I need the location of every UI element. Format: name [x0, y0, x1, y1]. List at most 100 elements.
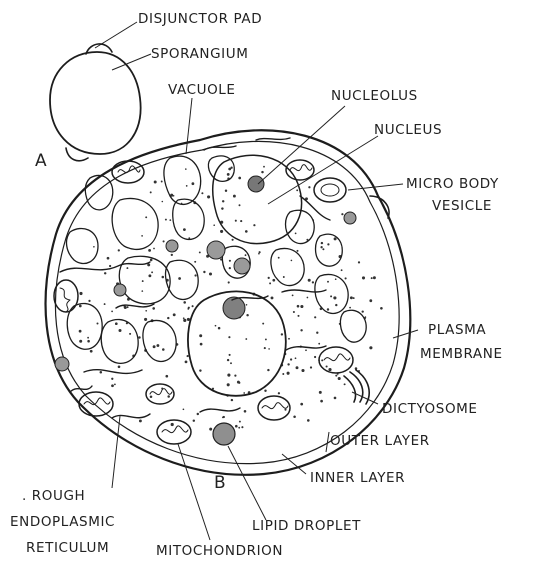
label-micro-body: MICRO BODY: [406, 176, 499, 192]
stipple-dot: [167, 317, 169, 319]
cell-b: [46, 130, 411, 475]
rough-er: [84, 370, 142, 374]
stipple-dot: [139, 419, 142, 422]
label-nucleolus: NUCLEOLUS: [331, 88, 418, 104]
stipple-dot: [291, 260, 293, 262]
stipple-dot: [162, 276, 165, 279]
stipple-dot: [185, 361, 188, 364]
stipple-dot: [268, 348, 270, 350]
rough-er: [116, 304, 154, 308]
nucleolus-shape: [248, 176, 264, 192]
stipple-dot: [228, 168, 231, 171]
mitochondrion: [319, 347, 353, 373]
stipple-dot: [111, 311, 113, 313]
stipple-dot: [192, 305, 194, 307]
stipple-dot: [229, 267, 231, 269]
stipple-dot: [209, 428, 212, 431]
stipple-dot: [87, 337, 89, 339]
stipple-dot: [244, 410, 247, 413]
label-rough: . ROUGH: [22, 488, 85, 504]
stipple-dot: [246, 304, 248, 306]
nucleus-center: [188, 291, 286, 395]
stipple-dot: [283, 276, 285, 278]
stipple-dot: [300, 403, 303, 406]
stipple-dot: [126, 267, 128, 269]
label-mitochondrion: MITOCHONDRION: [156, 543, 283, 559]
stipple-dot: [213, 224, 215, 226]
stipple-dot: [334, 397, 337, 400]
stipple-dot: [186, 185, 188, 187]
stipple-dot: [96, 322, 98, 324]
stipple-dot: [316, 332, 318, 334]
stipple-dot: [165, 219, 167, 221]
stipple-dot: [87, 340, 90, 343]
stipple-dot: [150, 259, 153, 262]
stipple-dot: [222, 200, 224, 202]
stipple-dot: [129, 333, 131, 335]
stipple-dot: [161, 181, 163, 183]
stipple-dot: [264, 390, 266, 392]
stipple-dot: [321, 242, 323, 244]
stipple-dot: [278, 392, 280, 394]
stipple-dot: [147, 263, 150, 266]
stipple-dot: [111, 384, 114, 387]
stipple-dot: [269, 282, 271, 284]
stipple-dot: [295, 233, 297, 235]
lipid-granule: [207, 241, 225, 259]
stipple-dot: [194, 274, 196, 276]
stipple-dot: [327, 243, 329, 245]
stipple-dot: [271, 296, 274, 299]
stipple-dot: [93, 246, 95, 248]
stipple-dot: [267, 369, 269, 371]
stipple-dot: [338, 377, 341, 380]
vacuole: [316, 234, 343, 266]
stipple-dot: [358, 261, 360, 263]
stipple-dot: [320, 400, 323, 403]
stipple-dot: [230, 362, 232, 364]
stipple-dot: [362, 276, 365, 279]
stipple-dot: [293, 311, 295, 313]
stipple-dot: [333, 296, 336, 299]
rough-er: [282, 290, 326, 292]
rough-er: [60, 262, 150, 272]
label-endoplasmic: ENDOPLASMIC: [10, 514, 115, 530]
stipple-dot: [127, 306, 129, 308]
stipple-dot: [118, 365, 121, 368]
stipple-dot: [115, 322, 118, 325]
leader-vacuole: [186, 98, 192, 154]
stipple-dot: [300, 329, 302, 331]
part-label-a: A: [35, 151, 47, 171]
rough-er: [300, 196, 330, 220]
stipple-dot: [138, 336, 140, 338]
stipple-dot: [100, 371, 103, 374]
stipple-dot: [293, 415, 296, 418]
part-label-b: B: [214, 473, 226, 493]
stipple-dot: [167, 395, 170, 398]
mitochondrion: [157, 420, 191, 444]
stipple-dot: [227, 374, 230, 377]
stipple-dot: [341, 213, 343, 215]
stipple-dot: [380, 307, 383, 310]
stipple-dot: [365, 316, 367, 318]
stipple-dot: [185, 168, 187, 170]
stipple-dot: [145, 310, 147, 312]
mitochondrion: [286, 160, 314, 180]
stipple-dot: [238, 382, 240, 384]
stipple-dot: [233, 195, 236, 198]
stipple-dot: [162, 348, 165, 351]
stipple-dot: [243, 392, 245, 394]
stipple-dot: [229, 260, 231, 262]
stipple-dot: [282, 373, 284, 375]
vacuole: [271, 248, 304, 285]
vacuole: [143, 320, 176, 361]
stipple-dot: [183, 228, 186, 231]
stipple-dot: [314, 316, 316, 318]
stipple-dot: [308, 186, 310, 188]
label-vesicle: VESICLE: [432, 198, 492, 214]
stipple-dot: [307, 297, 309, 299]
stipple-dot: [262, 323, 264, 325]
label-vacuole: VACUOLE: [168, 82, 236, 98]
vacuole: [164, 156, 201, 204]
micro-body-vesicle-shape: [314, 178, 346, 202]
